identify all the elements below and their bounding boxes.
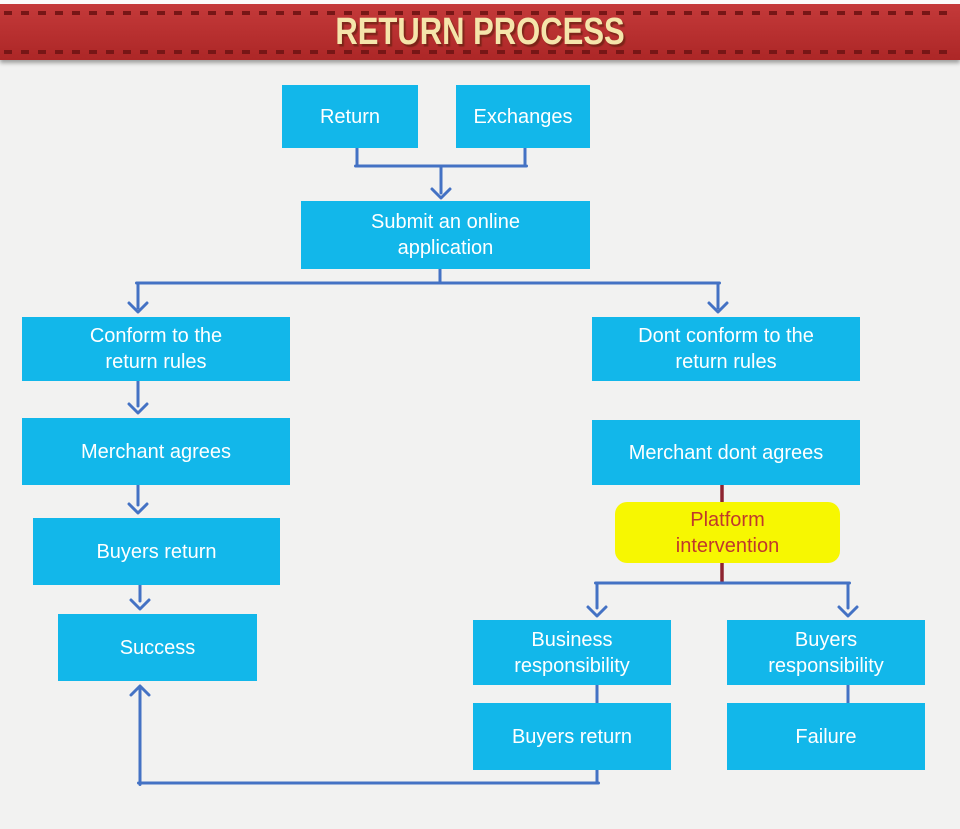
node-submit-application: Submit an online application	[301, 201, 590, 269]
arrowhead-into-conform	[127, 301, 149, 314]
node-merchant-agrees: Merchant agrees	[22, 418, 290, 485]
edge-feedback-loop	[137, 687, 600, 786]
node-failure: Failure	[727, 703, 925, 770]
title-banner: RETURN PROCESS	[0, 0, 960, 60]
node-business-responsibility: Business responsibility	[473, 620, 671, 685]
node-conform-rules: Conform to the return rules	[22, 317, 290, 381]
arrowhead-into-merchant-agrees	[127, 402, 149, 415]
node-exchanges: Exchanges	[456, 85, 590, 148]
node-buyers-responsibility: Buyers responsibility	[727, 620, 925, 685]
node-not-conform-rules: Dont conform to the return rules	[592, 317, 860, 381]
arrowhead-into-business-responsibility	[586, 605, 608, 618]
node-success: Success	[58, 614, 257, 681]
arrowhead-into-not-conform	[707, 301, 729, 314]
node-platform-intervention: Platform intervention	[615, 502, 840, 563]
arrowhead-into-buyers-responsibility	[837, 605, 859, 618]
arrowhead-into-buyers-return	[127, 502, 149, 515]
banner-stitch-bottom	[4, 50, 956, 54]
page-title: RETURN PROCESS	[335, 10, 625, 53]
banner-stitch-top	[4, 11, 956, 15]
arrowhead-into-submit	[430, 187, 452, 200]
arrowhead-into-success-top	[129, 598, 151, 611]
node-buyers-return-left: Buyers return	[33, 518, 280, 585]
edge-submit-split	[135, 267, 721, 310]
node-buyers-return-bottom: Buyers return	[473, 703, 671, 770]
node-merchant-dont-agrees: Merchant dont agrees	[592, 420, 860, 485]
edge-platform-split	[594, 581, 851, 610]
arrowhead-into-success-bottom	[129, 684, 151, 697]
edge-merge-to-submit	[354, 146, 528, 195]
node-return: Return	[282, 85, 418, 148]
